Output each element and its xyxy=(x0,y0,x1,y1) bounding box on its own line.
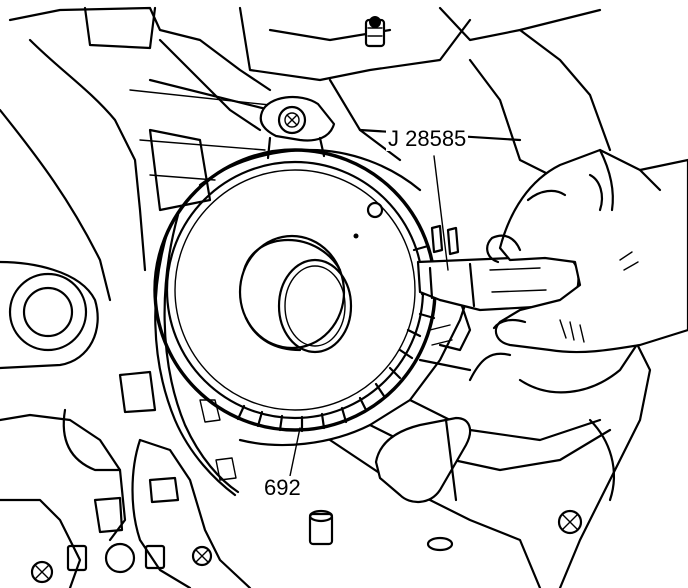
tensioner-bracket xyxy=(259,96,336,160)
technician-hand xyxy=(486,148,688,354)
leader-lines xyxy=(289,155,449,477)
tool-callout-label: J 28585 xyxy=(386,126,469,151)
left-bore-boss xyxy=(0,260,99,370)
bottom-fasteners xyxy=(30,509,583,584)
part-number-callout-label: 692 xyxy=(262,475,303,500)
oil-pump-housing xyxy=(238,288,652,588)
crankshaft-sprocket-assembly xyxy=(153,148,438,497)
top-bolt xyxy=(364,16,386,48)
